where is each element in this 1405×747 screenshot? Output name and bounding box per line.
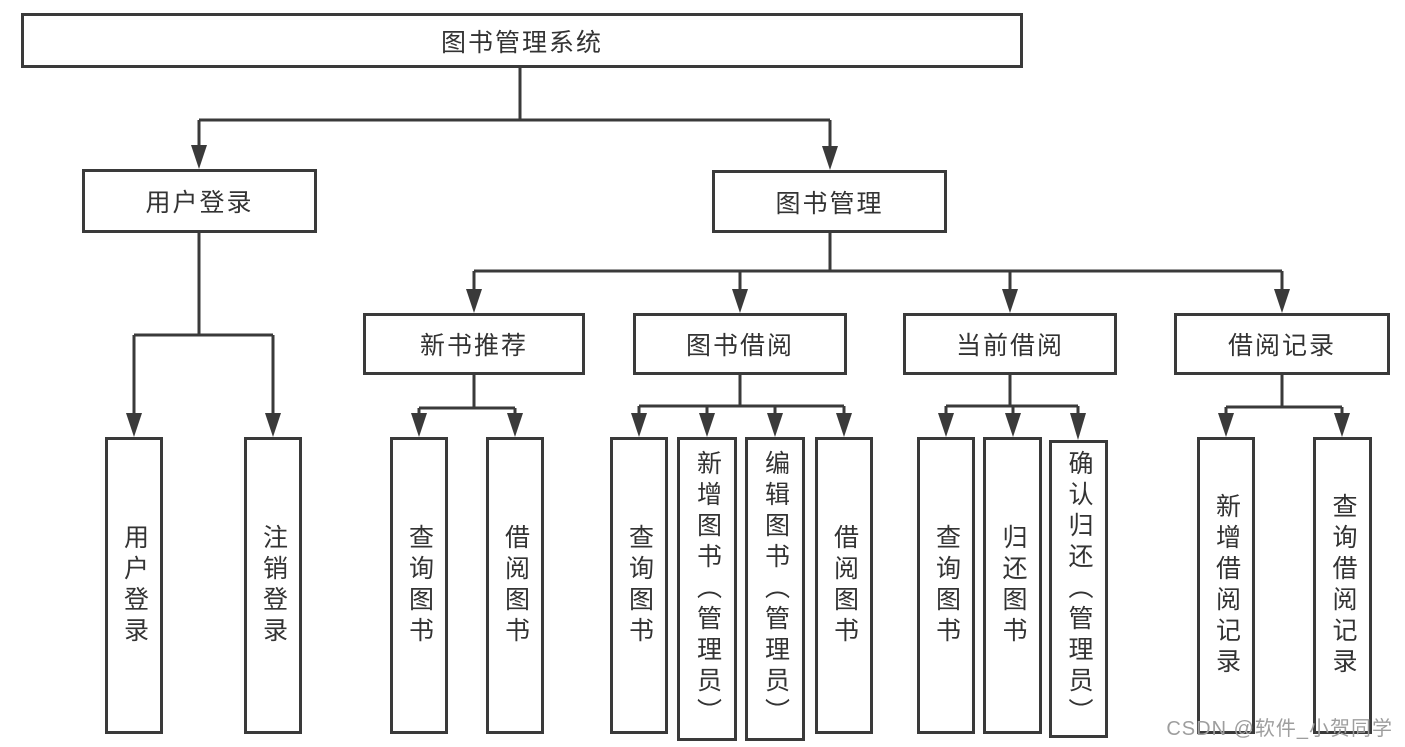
node-book-management-label: 图书管理 — [775, 189, 884, 218]
leaf-query-books-recommend-label: 查询图书 — [405, 523, 434, 648]
csdn-watermark: CSDN @软件_小贺同学 — [1166, 718, 1393, 740]
node-current-borrowing: 当前借阅 — [903, 313, 1117, 375]
leaf-user-login: 用户登录 — [105, 437, 163, 734]
leaf-return-books-label: 归还图书 — [999, 523, 1027, 648]
leaf-query-borrow-record-label: 查询借阅记录 — [1329, 492, 1357, 679]
leaf-query-books-current: 查询图书 — [917, 437, 975, 734]
leaf-borrow-books-borrowing: 借阅图书 — [815, 437, 873, 734]
node-new-book-recommend: 新书推荐 — [363, 313, 585, 375]
leaf-query-books-borrowing: 查询图书 — [610, 437, 668, 734]
leaf-edit-books-admin: 编辑图书（管理员） — [745, 437, 805, 741]
node-library-system: 图书管理系统 — [21, 13, 1023, 68]
leaf-edit-books-admin-label: 编辑图书（管理员） — [761, 449, 790, 729]
leaf-logout-login: 注销登录 — [244, 437, 302, 734]
node-borrowing-records-label: 借阅记录 — [1227, 332, 1336, 360]
node-book-borrowing-label: 图书借阅 — [685, 332, 794, 360]
node-user-login-branch: 用户登录 — [82, 169, 317, 233]
leaf-add-books-admin: 新增图书（管理员） — [677, 437, 737, 741]
node-borrowing-records: 借阅记录 — [1174, 313, 1390, 375]
leaf-add-borrow-record-label: 新增借阅记录 — [1212, 492, 1241, 679]
leaf-add-borrow-record: 新增借阅记录 — [1197, 437, 1255, 734]
leaf-query-books-recommend: 查询图书 — [390, 437, 448, 734]
leaf-borrow-books-borrowing-label: 借阅图书 — [830, 523, 859, 648]
node-library-system-label: 图书管理系统 — [440, 28, 603, 57]
leaf-user-login-label: 用户登录 — [120, 523, 149, 648]
leaf-return-books: 归还图书 — [983, 437, 1042, 734]
leaf-add-books-admin-label: 新增图书（管理员） — [693, 449, 722, 729]
leaf-confirm-return-admin-label: 确认归还（管理员） — [1065, 449, 1093, 729]
node-user-login-label: 用户登录 — [145, 189, 254, 217]
leaf-borrow-books-recommend: 借阅图书 — [486, 437, 544, 734]
node-current-borrowing-label: 当前借阅 — [955, 332, 1064, 360]
node-book-borrowing: 图书借阅 — [633, 313, 847, 375]
leaf-logout-login-label: 注销登录 — [259, 523, 288, 648]
leaf-query-books-current-label: 查询图书 — [932, 523, 961, 648]
leaf-query-books-borrowing-label: 查询图书 — [625, 523, 654, 648]
leaf-borrow-books-recommend-label: 借阅图书 — [501, 523, 530, 648]
node-book-management: 图书管理 — [712, 170, 947, 233]
leaf-query-borrow-record: 查询借阅记录 — [1313, 437, 1372, 734]
leaf-confirm-return-admin: 确认归还（管理员） — [1049, 440, 1108, 738]
node-new-book-recommend-label: 新书推荐 — [419, 332, 528, 360]
